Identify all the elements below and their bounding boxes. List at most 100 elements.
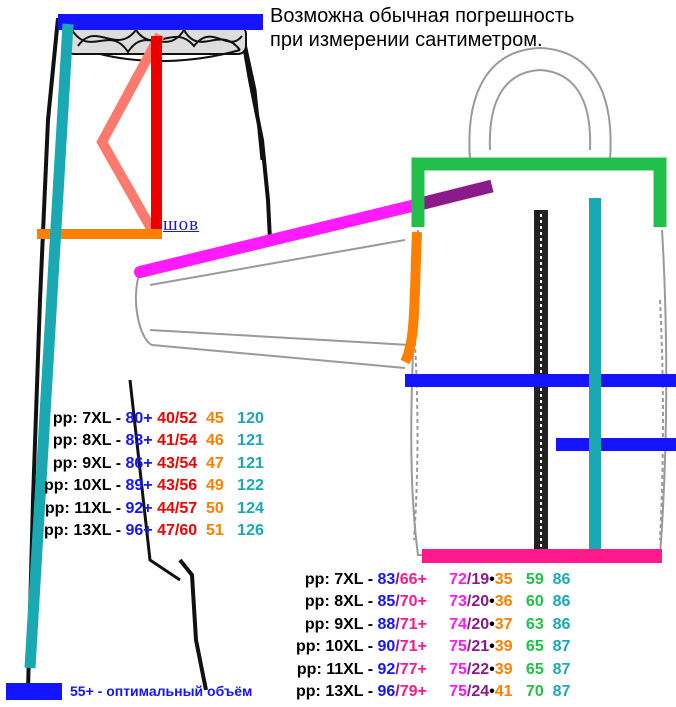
sleeve-value: 75 [449, 683, 467, 701]
separator: / [395, 593, 400, 611]
waist-value: 96+ [125, 522, 153, 540]
separator [427, 681, 449, 703]
separator: • [489, 571, 495, 588]
pants-measurements [24, 14, 263, 669]
separator [224, 498, 237, 520]
seat-value: 45 [206, 410, 224, 427]
size-label: pp: 13XL - [44, 522, 126, 540]
jacket-size-row: pp: 11XL - 92/77+ 75/22 • 39 65 87 [296, 659, 571, 681]
hip-b-value: 60 [179, 522, 198, 540]
separator [513, 591, 526, 613]
separator: / [174, 454, 180, 472]
separator [544, 569, 553, 591]
size-label: pp: 11XL - [44, 499, 126, 517]
length-value: 87 [552, 638, 571, 656]
seat-value: 49 [206, 477, 224, 495]
separator [513, 569, 526, 591]
separator [513, 614, 526, 636]
pants-rise-zigzag [96, 32, 165, 233]
sleeve-value: 73 [449, 593, 467, 611]
pants-hip-line [37, 229, 162, 239]
separator [544, 591, 553, 613]
hip-a-value: 47 [157, 522, 175, 540]
length-value: 86 [552, 571, 571, 588]
seat-value: 51 [206, 522, 224, 540]
waist-mark-line [556, 438, 676, 451]
jacket-size-row: pp: 8XL - 85/70+ 73/20 • 36 60 86 [296, 591, 571, 613]
shoulder-line [418, 179, 494, 211]
length-value: 124 [237, 499, 264, 517]
hem-value: 77+ [399, 660, 427, 678]
size-label: pp: 8XL - [52, 432, 126, 450]
separator [197, 498, 206, 520]
waist-value: 92+ [125, 499, 153, 517]
separator [224, 520, 237, 542]
separator [513, 681, 526, 703]
measurement-note: Возможна обычная погрешность при измерен… [270, 4, 574, 52]
separator: • [489, 660, 495, 678]
seat-value: 46 [206, 432, 224, 450]
shoulder-value: 19 [471, 571, 490, 588]
seam-label: шов [163, 214, 200, 235]
jacket-size-row: pp: 7XL - 83/66+ 72/19 • 35 59 86 [296, 569, 571, 591]
hem-value: 66+ [399, 571, 427, 588]
jacket-length-line [589, 198, 601, 553]
hem-value: 70+ [399, 593, 427, 611]
pants-length-line [24, 23, 74, 669]
hem-line [422, 549, 662, 563]
separator: / [466, 638, 472, 656]
separator [224, 453, 237, 475]
length-value: 122 [237, 477, 264, 495]
shoulder-value: 20 [471, 615, 490, 633]
separator [197, 453, 206, 475]
separator [224, 408, 237, 430]
armhole-value: 39 [494, 660, 513, 678]
separator [544, 614, 553, 636]
separator [197, 520, 206, 542]
legend-swatch [6, 683, 62, 700]
separator [427, 659, 449, 681]
jacket-size-row: pp: 9XL - 88/71+ 74/20 • 37 63 86 [296, 614, 571, 636]
jacket-size-row: pp: 13XL - 96/79+ 75/24 • 41 70 87 [296, 681, 570, 703]
pants-size-row: pp: 9XL - 86+ 43/54 47 121 [44, 453, 264, 475]
pants-size-row: pp: 7XL - 80+ 40/52 45 120 [44, 408, 264, 430]
separator [513, 659, 526, 681]
chest-value: 85 [377, 593, 396, 611]
separator: / [395, 571, 400, 588]
separator: / [395, 615, 400, 633]
size-label: pp: 7XL - [304, 571, 378, 588]
shoulder-value: 22 [471, 660, 490, 678]
armhole-value: 41 [494, 683, 513, 701]
separator: • [489, 593, 495, 611]
separator [197, 475, 206, 497]
size-label: pp: 9XL - [304, 615, 378, 633]
separator: / [395, 683, 400, 701]
separator [544, 681, 553, 703]
waist-value: 86+ [125, 454, 153, 472]
separator: / [466, 615, 472, 633]
chest-value: 96 [377, 683, 396, 701]
waist-value: 80+ [125, 410, 153, 427]
hem-value: 79+ [399, 683, 427, 701]
shoulder-value: 21 [471, 638, 490, 656]
hem-value: 71+ [399, 638, 427, 656]
legend-label: 55+ - оптимальный объём [70, 683, 253, 699]
collar-value: 65 [525, 660, 544, 678]
separator [544, 636, 553, 658]
hip-a-value: 43 [157, 477, 175, 495]
waist-value: 89+ [125, 477, 153, 495]
note-line-1: Возможна обычная погрешность [270, 5, 575, 27]
pants-waist-line [58, 14, 263, 30]
separator [427, 636, 449, 658]
separator [513, 636, 526, 658]
separator: / [174, 410, 180, 427]
collar-value: 63 [525, 615, 544, 633]
separator [224, 430, 237, 452]
separator: / [174, 499, 180, 517]
chest-value: 90 [377, 638, 396, 656]
hip-b-value: 57 [179, 499, 198, 517]
collar-value: 59 [525, 571, 544, 588]
size-label: pp: 13XL - [296, 683, 378, 701]
size-label: pp: 8XL - [304, 593, 378, 611]
